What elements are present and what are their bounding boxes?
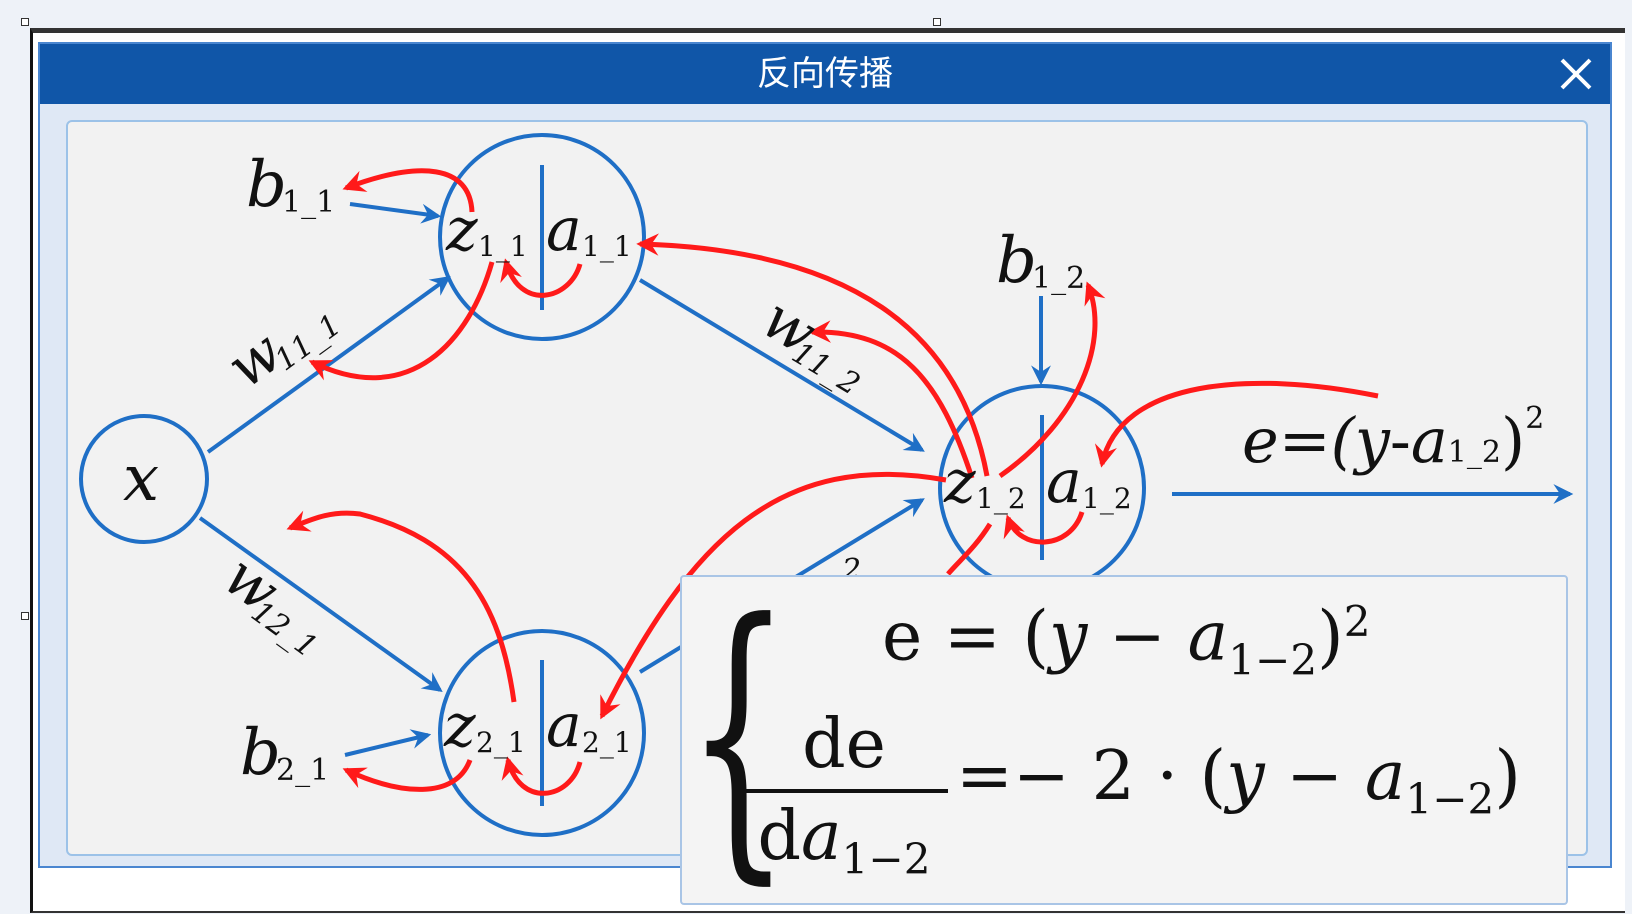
edge-n11-to-n12 — [638, 278, 925, 452]
formula-line-derivative: =− 2 · (y − a1−2) — [956, 737, 1521, 824]
label-b12: b — [996, 224, 1037, 298]
formula-fraction-numerator: de — [802, 705, 886, 784]
grad-z12-to-w12_2 — [946, 522, 993, 576]
label-b12-sub: 1_2 — [1032, 261, 1085, 296]
edge-b21-to-n21 — [344, 729, 432, 757]
node-input-x — [79, 414, 209, 544]
close-button[interactable] — [1554, 52, 1598, 96]
bias-labels: b 1_1 b 2_1 b 1_2 — [240, 148, 1085, 790]
label-w11_1-sub: 11_1 — [269, 307, 348, 378]
label-b11-sub: 1_1 — [282, 185, 335, 220]
label-a11: a — [546, 195, 582, 265]
formula-line-error: e = (y − a1−2)2 — [882, 597, 1371, 685]
grad-z12-to-w11_2 — [808, 320, 975, 479]
label-a21: a — [546, 691, 582, 761]
derivative-formula-box: { e = (y − a1−2)2 de da1−2 =− 2 · (y − a… — [680, 575, 1568, 905]
grad-z12-to-b12 — [998, 281, 1106, 479]
grad-a12-to-z12 — [1003, 511, 1085, 545]
label-b21-sub: 2_1 — [276, 753, 329, 788]
close-icon — [1560, 58, 1592, 90]
label-w11_1-group: w 11_1 — [214, 307, 348, 401]
label-a12-sub: 1_2 — [1082, 482, 1132, 515]
label-z11: z — [445, 195, 478, 265]
label-w12_1-group: w 12_1 — [212, 541, 324, 665]
label-z12-sub: 1_2 — [976, 482, 1026, 515]
grad-a11-to-z11 — [500, 258, 583, 298]
label-a12: a — [1046, 447, 1082, 517]
formula-fraction-denominator: da1−2 — [757, 797, 931, 884]
label-b21: b — [240, 716, 281, 790]
label-a21-sub: 2_1 — [582, 726, 632, 759]
dialog-title: 反向传播 — [757, 54, 893, 94]
label-a11-sub: 1_1 — [582, 230, 632, 263]
grad-z12-to-a11 — [636, 233, 990, 477]
formula-brace: { — [686, 560, 791, 909]
edge-x-to-n21 — [198, 516, 443, 692]
error-equation-text: e=(y-a1_2)2 — [1242, 401, 1544, 477]
node-n21-labels: z 2_1 a 2_1 — [443, 691, 632, 761]
node-n11-labels: z 1_1 a 1_1 — [445, 195, 632, 265]
label-z11-sub: 1_1 — [478, 230, 528, 263]
resize-handle-top-middle[interactable] — [933, 18, 941, 26]
backward-edges — [286, 168, 1379, 796]
grad-z11-to-b11 — [342, 168, 475, 213]
grad-e-to-a12 — [1094, 380, 1379, 468]
node-n21 — [438, 629, 646, 837]
node-n12-labels: z 1_2 a 1_2 — [943, 447, 1132, 517]
edge-b11-to-n11 — [349, 202, 442, 224]
resize-handle-top-left[interactable] — [21, 18, 29, 26]
label-z12: z — [943, 447, 976, 517]
grad-z21-to-w12_1 — [286, 510, 517, 703]
label-input-x: x — [123, 442, 159, 516]
grad-z11-to-w11_1 — [308, 261, 495, 381]
resize-handle-middle-left[interactable] — [21, 612, 29, 620]
label-z21: z — [443, 691, 476, 761]
label-w12_1-sub: 12_1 — [245, 594, 324, 665]
grad-z12-to-a21 — [599, 471, 947, 720]
grad-a21-to-z21 — [501, 756, 583, 796]
label-z21-sub: 2_1 — [476, 726, 526, 759]
formula-fraction-bar — [740, 789, 948, 793]
formula-fraction: de da1−2 — [740, 705, 948, 900]
error-equation: e=(y-a1_2)2 — [1242, 401, 1544, 477]
label-b11: b — [246, 148, 287, 222]
dialog-titlebar: 反向传播 — [40, 44, 1610, 104]
grad-z21-to-b21 — [342, 759, 473, 792]
